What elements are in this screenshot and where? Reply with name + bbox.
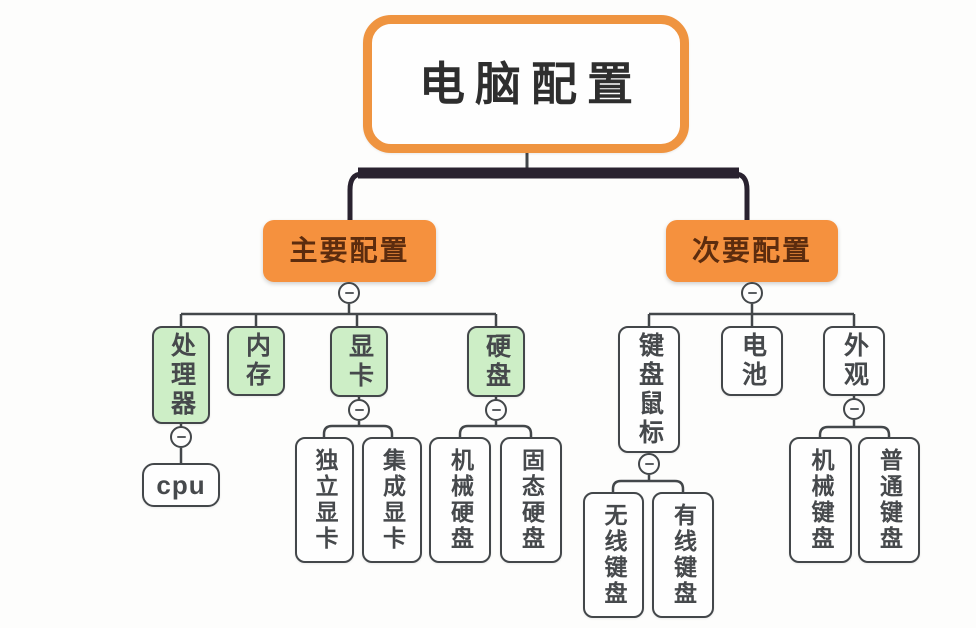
node-keyboard-mouse[interactable]: 键盘鼠标 [618,326,680,453]
collapse-toggle-graphics-card[interactable] [348,399,370,421]
node-discrete-gpu-label: 独立显卡 [312,448,338,552]
collapse-toggle-primary-config[interactable] [338,282,360,304]
node-integrated-gpu[interactable]: 集成显卡 [362,437,422,563]
node-memory-label: 内存 [242,332,271,390]
minus-icon [747,292,757,294]
node-cpu[interactable]: cpu [142,463,220,507]
collapse-toggle-keyboard-mouse[interactable] [638,453,660,475]
secondary-branch-wires [611,304,891,493]
collapse-toggle-processor[interactable] [170,426,192,448]
node-wired-keyboard[interactable]: 有线键盘 [652,492,714,618]
node-battery-label: 电池 [738,332,767,390]
minus-icon [354,409,364,411]
node-appearance[interactable]: 外观 [823,326,885,396]
collapse-toggle-appearance[interactable] [843,398,865,420]
node-discrete-gpu[interactable]: 独立显卡 [295,437,354,563]
node-ordinary-keyboard[interactable]: 普通键盘 [858,437,920,563]
node-cpu-label: cpu [156,469,206,500]
node-ssd[interactable]: 固态硬盘 [500,437,562,563]
node-graphics-card-label: 显卡 [345,332,374,391]
node-primary-config[interactable]: 主要配置 [263,220,436,282]
node-processor-label: 处理器 [167,331,196,419]
minus-icon [176,436,186,438]
node-memory[interactable]: 内存 [227,326,285,396]
node-battery[interactable]: 电池 [721,326,783,396]
node-integrated-gpu-label: 集成显卡 [379,448,406,552]
node-secondary-config-label: 次要配置 [691,234,812,266]
node-keyboard-mouse-label: 键盘鼠标 [635,331,664,448]
primary-branch-wires [179,304,533,464]
node-mechanical-keyboard-label: 机械键盘 [808,448,834,552]
node-ssd-label: 固态硬盘 [518,448,545,552]
node-mechanical-hdd[interactable]: 机械硬盘 [429,437,491,563]
node-wireless-keyboard[interactable]: 无线键盘 [583,492,644,618]
node-computer-config[interactable]: 电脑配置 [363,15,689,153]
collapse-toggle-secondary-config[interactable] [741,282,763,304]
node-secondary-config[interactable]: 次要配置 [666,220,838,282]
node-mechanical-keyboard[interactable]: 机械键盘 [789,437,852,563]
trunk-bar [347,167,750,222]
node-wireless-keyboard-label: 无线键盘 [601,503,627,607]
minus-icon [644,463,654,465]
node-hard-drive-label: 硬盘 [482,332,511,391]
node-processor[interactable]: 处理器 [152,326,210,424]
minus-icon [491,409,501,411]
node-graphics-card[interactable]: 显卡 [330,326,388,397]
node-wired-keyboard-label: 有线键盘 [670,503,697,607]
minus-icon [344,292,354,294]
minus-icon [849,408,859,410]
collapse-toggle-hard-drive[interactable] [485,399,507,421]
node-appearance-label: 外观 [840,332,869,390]
node-primary-config-label: 主要配置 [289,234,410,266]
node-mechanical-hdd-label: 机械硬盘 [447,448,474,552]
node-computer-config-label: 电脑配置 [419,57,643,110]
node-hard-drive[interactable]: 硬盘 [467,326,525,397]
node-ordinary-keyboard-label: 普通键盘 [876,448,903,552]
